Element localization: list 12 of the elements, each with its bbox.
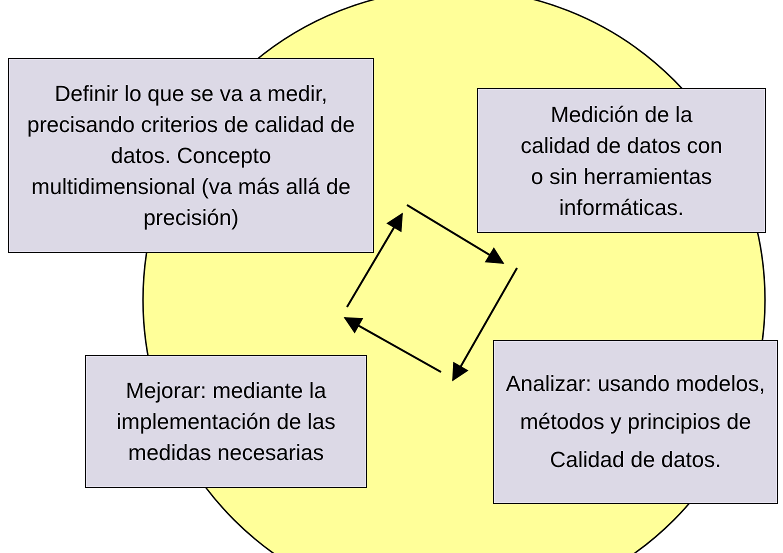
process-box: [85, 355, 367, 488]
arrow: [452, 268, 518, 382]
box-text: Analizar: usando modelos, métodos y principios de Calidad de datos.: [504, 370, 766, 474]
arrow: [344, 317, 442, 373]
process-box: [493, 340, 778, 504]
process-box: [477, 88, 766, 233]
box-text: Mejorar: mediante la implementación de las medidas necesarias: [116, 377, 336, 467]
arrow: [406, 204, 504, 264]
process-box: [8, 58, 374, 253]
arrow: [346, 212, 403, 308]
box-text: Medición de la calidad de datos con o sin herramientas informáticas.: [520, 100, 724, 222]
box-text: Definir lo que se va a medir, precisando criterios de calidad de datos. Concepto multidimensional (va más allá de precisión): [26, 80, 356, 232]
